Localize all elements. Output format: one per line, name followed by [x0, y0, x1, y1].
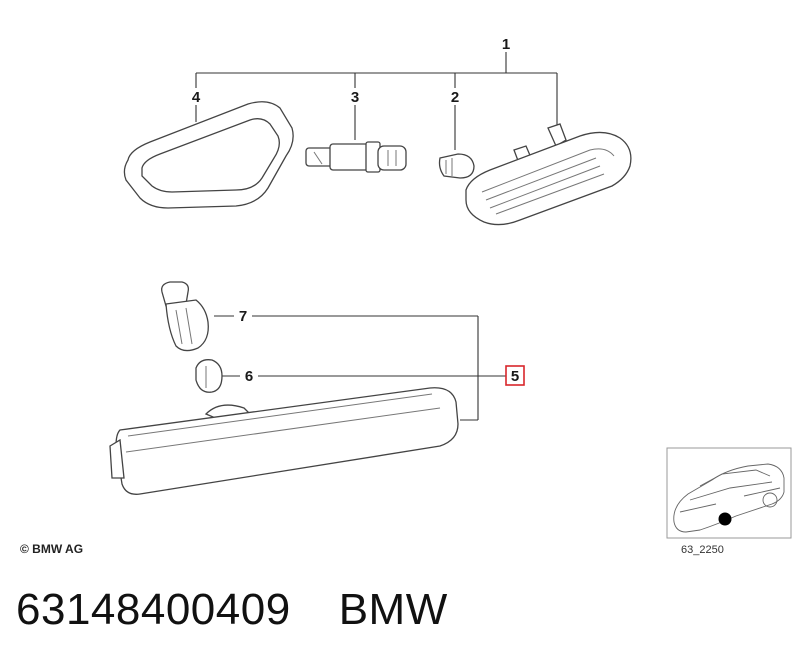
lower-leader-lines: [214, 315, 506, 421]
car-location-thumbnail: 63_2250: [666, 447, 792, 556]
callout-1: 1: [502, 36, 510, 53]
socket-bulb-lower-part: [161, 281, 209, 352]
copyright-text: © BMW AG: [20, 542, 83, 556]
callout-5-highlighted[interactable]: 5: [505, 365, 525, 386]
side-marker-assembly-part: [465, 123, 632, 226]
car-outline-icon: [673, 463, 785, 533]
part-number-footer: 63148400409 BMW: [16, 585, 448, 635]
callout-2: 2: [451, 89, 459, 106]
thumbnail-caption: 63_2250: [681, 544, 724, 556]
callout-5: 5: [511, 368, 519, 385]
callout-highlight-box: [505, 365, 525, 386]
callout-3: 3: [351, 89, 359, 106]
gasket-frame-part: [123, 101, 294, 209]
callout-4: 4: [192, 89, 201, 106]
location-dot-icon: [718, 512, 732, 526]
wedge-bulb-lower-part: [195, 359, 223, 393]
upper-leader-lines: [195, 52, 558, 150]
callout-7: 7: [239, 308, 247, 325]
side-marker-lens-part: [109, 387, 459, 495]
callout-labels: 1 2 3 4 7 6 5: [192, 36, 525, 386]
brand-name: BMW: [338, 585, 448, 634]
callout-6: 6: [245, 368, 253, 385]
part-number: 63148400409: [16, 585, 291, 634]
wedge-bulb-part: [438, 153, 475, 179]
bulb-socket-part: [305, 141, 407, 173]
